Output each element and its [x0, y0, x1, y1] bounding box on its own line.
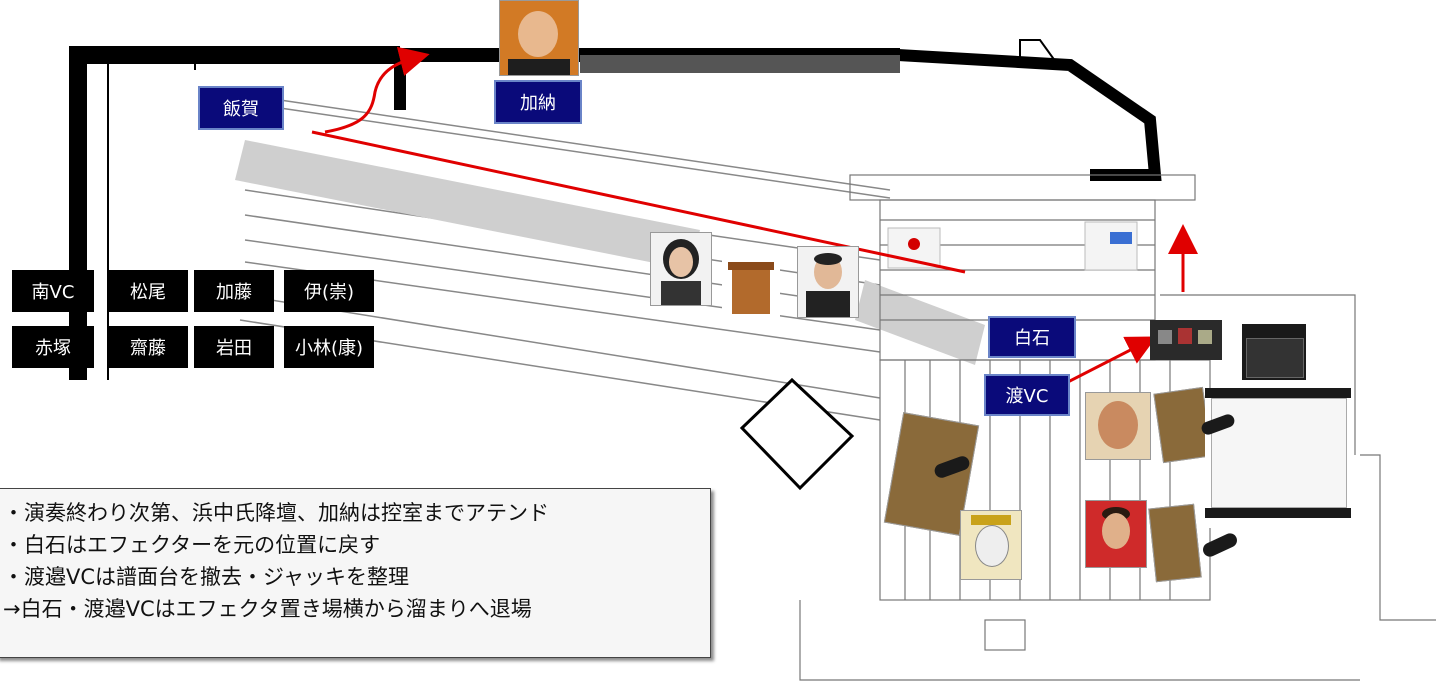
- label-iwata: 岩田: [194, 326, 274, 368]
- label-kano: 加納: [494, 80, 582, 124]
- label-kobayashi-yasushi: 小林(康): [284, 326, 374, 368]
- performer-photo-man: [797, 246, 859, 318]
- label-shiraishi: 白石: [988, 316, 1076, 358]
- instruction-notes: ・演奏終わり次第、浜中氏降壇、加納は控室までアテンド ・白石はエフェクターを元の…: [0, 488, 711, 658]
- performer-photo-bald: [1085, 392, 1151, 460]
- label-watari-vc: 渡VC: [984, 374, 1070, 416]
- performer-photo-woman2: [1085, 500, 1147, 568]
- bridge-structure: [239, 99, 891, 421]
- amplifier-photo: [1242, 324, 1306, 380]
- projector-screen: [1205, 388, 1351, 528]
- label-i-takashi: 伊(崇): [284, 270, 374, 312]
- label-saito: 齋藤: [108, 326, 188, 368]
- note-line: ・演奏終わり次第、浜中氏降壇、加納は控室までアテンド: [3, 501, 549, 525]
- jack-photo-3: [1148, 503, 1202, 583]
- kano-photo: [499, 0, 579, 76]
- label-iga: 飯賀: [198, 86, 284, 130]
- note-line: →白石・渡邉VCはエフェクタ置き場横から溜まりへ退場: [3, 597, 532, 621]
- label-matsuo: 松尾: [108, 270, 188, 312]
- note-line: ・渡邉VCは譜面台を撤去・ジャッキを整理: [3, 565, 409, 589]
- label-minami-vc: 南VC: [12, 270, 94, 312]
- label-kato: 加藤: [194, 270, 274, 312]
- label-akatsuka: 赤塚: [12, 326, 94, 368]
- performer-photo-demon: [960, 510, 1022, 580]
- performer-photo-woman: [650, 232, 712, 306]
- effector-photo: [1150, 320, 1222, 360]
- lectern-photo: [722, 258, 780, 318]
- note-line: ・白石はエフェクターを元の位置に戻す: [3, 533, 381, 557]
